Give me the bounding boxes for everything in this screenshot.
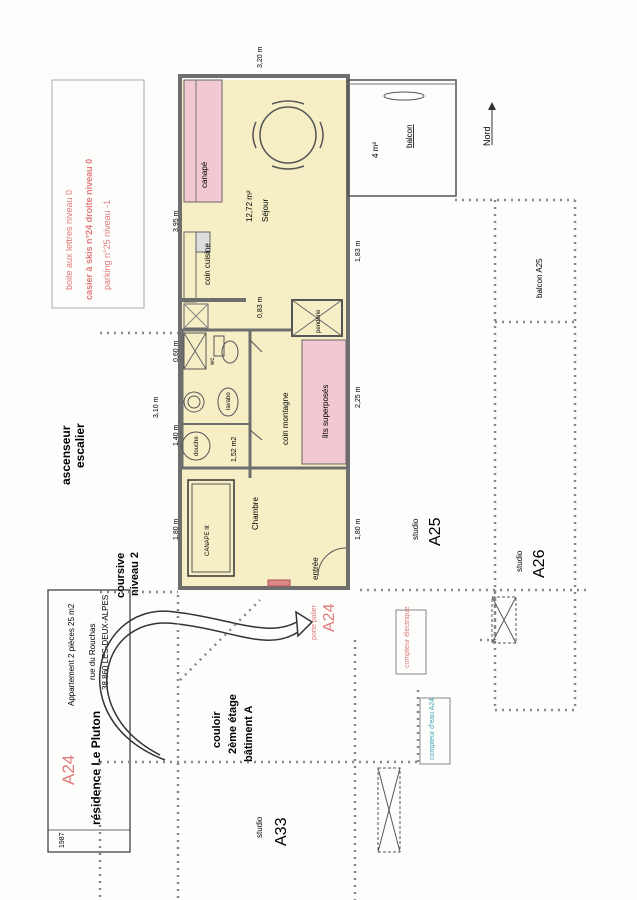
label-ascenseur: ascenseur	[59, 425, 73, 485]
entrance-mat	[267, 579, 291, 587]
north-arrow-head	[488, 102, 496, 110]
compteur-eau-box	[377, 767, 401, 853]
label-escalier: escalier	[73, 423, 87, 468]
apt-a24-code: A24	[321, 603, 338, 632]
title-block: 1987 A24 Appartement 2 pièces 25 m2 rési…	[47, 589, 131, 853]
balcony-table	[383, 91, 425, 101]
lits-superposes	[301, 339, 347, 465]
sejour-area: 12,72 m²	[245, 190, 254, 222]
compteur-eau-label-frame	[419, 697, 451, 765]
washer	[183, 391, 205, 413]
label-couloir: couloir	[211, 711, 223, 748]
title-residence: résidence Le Pluton	[89, 711, 103, 825]
balcony	[347, 79, 457, 197]
sejour-canape	[183, 79, 223, 203]
access-arrow	[98, 610, 301, 761]
lits-label: lits superposés	[321, 385, 330, 438]
lavabo	[217, 387, 239, 417]
apartment-plan: 4 m² balcon canapé 12,72 m² Séjour coin …	[178, 74, 457, 590]
label-batiment: bâtiment A	[243, 706, 255, 762]
studio-a25-word: studio	[411, 518, 420, 540]
info-box-frame	[51, 79, 145, 309]
studio-a26-word: studio	[515, 550, 524, 572]
label-etage: 2ème étage	[227, 694, 239, 754]
penderie-box	[291, 299, 343, 337]
studio-a26-code: A26	[531, 549, 548, 578]
lavabo-label: lavabo	[226, 392, 232, 410]
dim-060: 0,60 m	[173, 340, 180, 362]
title-block-frame	[47, 589, 131, 853]
balcony-area: 4 m²	[371, 142, 380, 158]
info-line-1: boite aux lettres niveau 0	[64, 190, 74, 290]
entree-label: entrée	[311, 557, 320, 580]
douche-label: douche	[194, 436, 200, 456]
canape-lit-label: CANAPE lit	[205, 525, 211, 556]
dim-083: 0,83 m	[257, 296, 264, 318]
studio-a25-code: A25	[427, 517, 444, 546]
dim-140: 1,40 m	[173, 424, 180, 446]
dim-310: 3,10 m	[153, 396, 160, 418]
dim-395: 3,95 m	[173, 210, 180, 232]
chambre-label: Chambre	[251, 497, 260, 530]
label-niveau-2: niveau 2	[129, 552, 141, 596]
sdb-area: 1,52 m2	[231, 437, 238, 462]
studio-a33-code: A33	[273, 817, 290, 846]
title-apt-code: A24	[59, 755, 78, 785]
dim-320: 3,20 m	[257, 46, 264, 68]
corridor-dotted-lines	[98, 198, 590, 900]
coin-montagne-label: coin montagne	[281, 392, 290, 445]
compteur-elec-label-frame	[395, 609, 427, 675]
shower	[181, 431, 211, 461]
studio-a33-word: studio	[255, 816, 264, 838]
penderie-label: penderie	[316, 309, 322, 333]
wc-label: wc	[210, 358, 216, 366]
info-line-2: casier à skis n°24 droite niveau 0	[84, 159, 94, 300]
porte-palier-label: porte palier	[311, 604, 318, 640]
dining-table	[259, 106, 317, 164]
canape-lit	[187, 479, 235, 577]
balcony-label: balcon	[405, 124, 414, 148]
wc-bowl	[221, 340, 239, 364]
title-city: 38 860 LES-DEUX-ALPES	[101, 595, 110, 690]
dim-183: 1,83 m	[355, 240, 362, 262]
bathroom	[180, 328, 252, 470]
info-box: boite aux lettres niveau 0 casier à skis…	[51, 79, 145, 309]
north-label: Nord	[482, 126, 492, 146]
compteur-elec-box	[491, 596, 517, 644]
kitchen-hob	[195, 231, 211, 253]
coin-label: coin cuisine	[203, 243, 212, 285]
canape-label: canapé	[200, 161, 209, 188]
dim-225: 2,25 m	[355, 386, 362, 408]
title-street: rue du Rouchas	[88, 624, 97, 680]
ballon-box	[183, 332, 207, 370]
dim-180-left: 1,80 m	[173, 518, 180, 540]
sejour-label: Séjour	[261, 199, 270, 222]
compteur-eau-label: compteur d'eau A24	[429, 698, 436, 760]
dim-180-right: 1,80 m	[355, 518, 362, 540]
balcon-a25-label: balcon A25	[535, 258, 544, 298]
label-coursive: coursive	[115, 553, 127, 598]
access-arrow-head	[295, 610, 314, 638]
title-year: 1987	[59, 832, 66, 848]
apartment-outer-wall	[178, 74, 350, 590]
info-line-3: parking n°25 niveau -1	[102, 200, 112, 290]
title-description: Appartement 2 pièces 25 m2	[67, 603, 76, 706]
compteur-elec-label: compteur électrique	[404, 606, 411, 668]
